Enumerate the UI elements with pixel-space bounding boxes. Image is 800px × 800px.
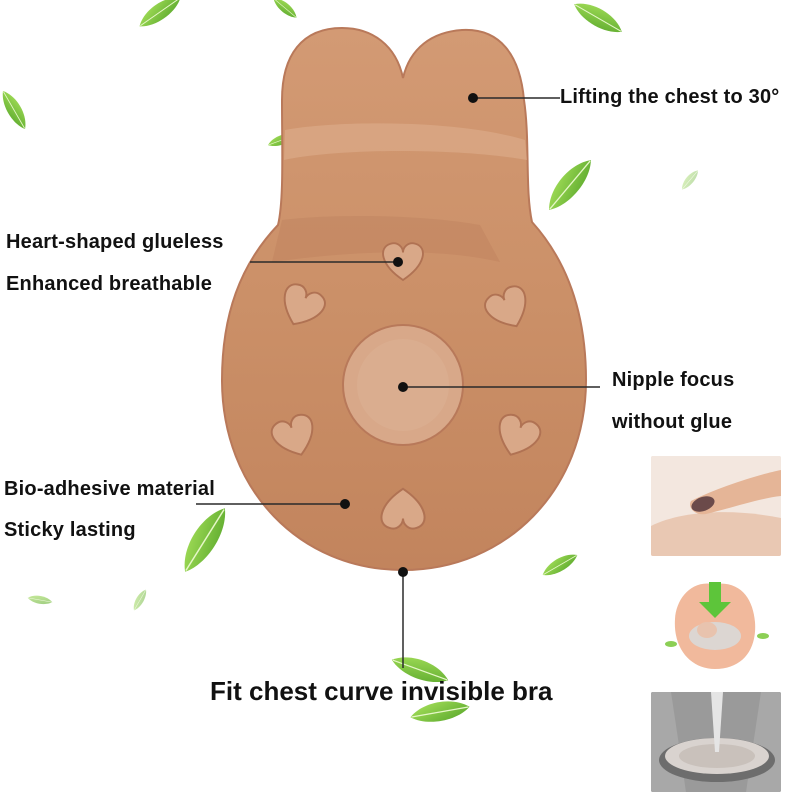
leaf-icon xyxy=(270,0,300,22)
thumbnail-finger-press xyxy=(651,456,781,556)
label-bio-line2: Sticky lasting xyxy=(4,519,136,541)
leaf-icon xyxy=(678,167,702,193)
label-lifting: Lifting the chest to 30° xyxy=(560,86,780,108)
leaf-icon xyxy=(26,593,54,607)
thumbnail-baby-pad xyxy=(651,574,781,674)
leaf-icon xyxy=(569,0,627,40)
callout-lines xyxy=(196,93,600,668)
leaf-icon xyxy=(0,86,32,133)
leaf-icon xyxy=(538,548,581,581)
fingernail-icon xyxy=(691,496,715,512)
leaf-icon xyxy=(540,152,600,217)
label-bio-line1: Bio-adhesive material xyxy=(4,478,215,500)
thumbnail-stretched-pad xyxy=(651,692,781,792)
label-nipple-line1: Nipple focus xyxy=(612,369,735,391)
label-heart-line1: Heart-shaped glueless xyxy=(6,231,224,253)
arrow-down-icon xyxy=(699,582,731,618)
product-caption: Fit chest curve invisible bra xyxy=(210,676,553,706)
bunny-pad xyxy=(220,26,588,572)
label-heart-line2: Enhanced breathable xyxy=(6,273,213,295)
label-nipple-line2: without glue xyxy=(612,411,733,433)
leaf-icon xyxy=(173,500,236,579)
leaf-icon xyxy=(130,587,150,613)
leaf-icon xyxy=(134,0,186,34)
